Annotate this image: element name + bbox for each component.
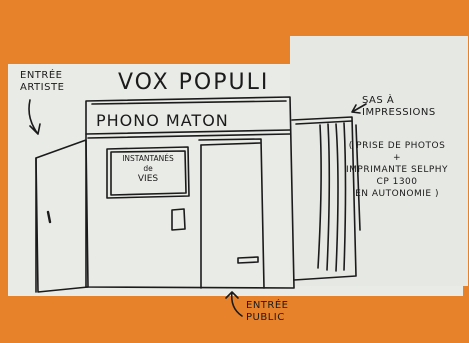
booth-title: VOX POPULI (118, 70, 269, 95)
arrow-artist (29, 100, 40, 134)
booth-sign: INSTANTANÉS de VIES (109, 154, 187, 194)
arrow-public (226, 292, 242, 316)
public-entrance-label: ENTRÉE PUBLIC (246, 300, 289, 324)
artist-entrance-label: ENTRÉE ARTISTE (20, 70, 64, 94)
sas-description: ( PRISE de PHOTOS + IMPRIMANTE SELPHY CP… (346, 140, 448, 200)
artist-door (36, 140, 88, 292)
booth-brand: PHONO MATON (96, 111, 229, 130)
public-door-opening (199, 139, 264, 288)
curtain (318, 123, 346, 271)
booth-seat (238, 257, 258, 263)
sas-label: SAS À IMPRESSIONS (362, 95, 436, 119)
